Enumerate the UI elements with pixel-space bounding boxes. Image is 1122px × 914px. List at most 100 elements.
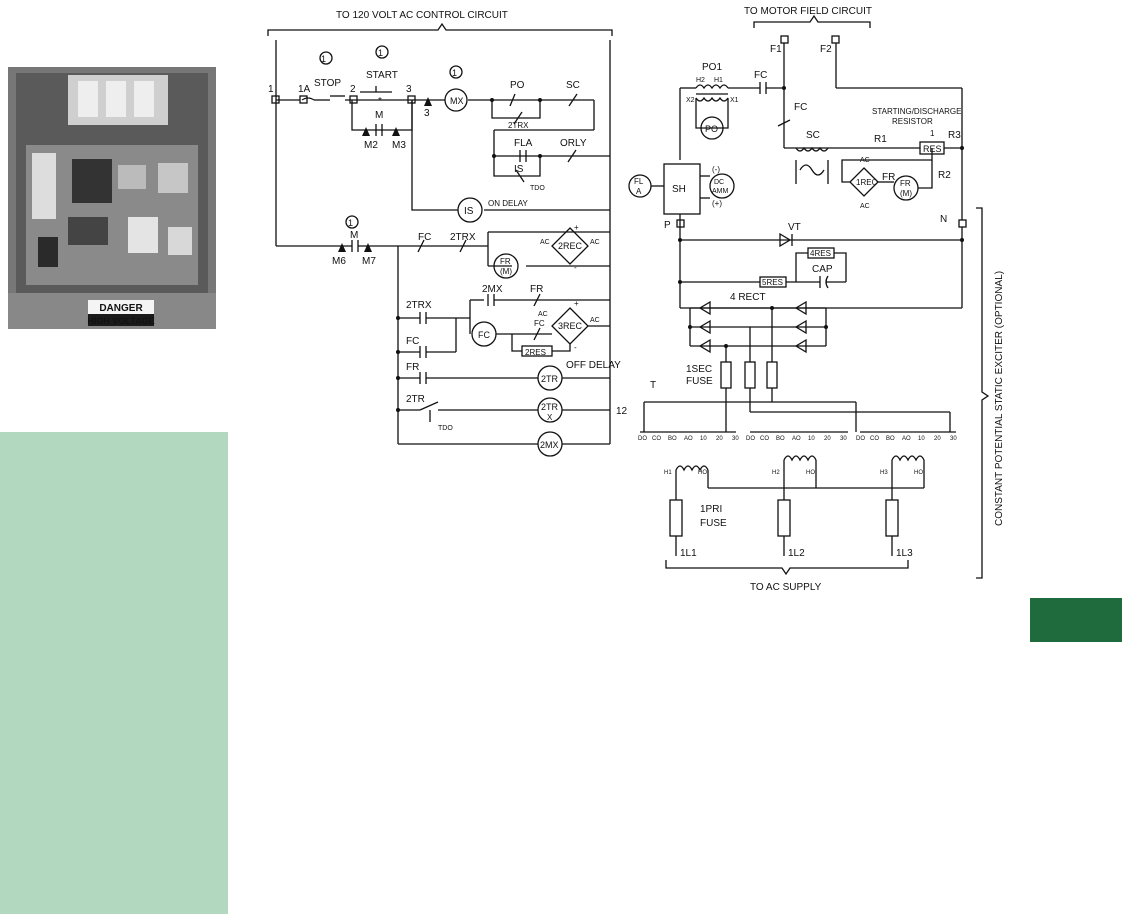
2rec-plus: + xyxy=(574,223,579,232)
l1-label: 1L1 xyxy=(680,548,697,559)
2mx-contact-label: 2MX xyxy=(482,284,503,295)
t-label: T xyxy=(650,380,656,391)
fr-coil-top: FR xyxy=(500,257,511,266)
fc-coil-label: FC xyxy=(478,330,490,340)
tap-b-co: CO xyxy=(760,436,769,442)
tap-a-10: 10 xyxy=(700,436,707,442)
tdo2-label: TDO xyxy=(438,425,453,432)
sc-label: SC xyxy=(566,80,580,91)
n-label: N xyxy=(940,214,947,225)
h1-label: H1 xyxy=(714,77,723,84)
tap-c-ao: AO xyxy=(902,436,911,442)
fla-label: FLA xyxy=(514,138,533,149)
3rec-ac-right: AC xyxy=(590,317,600,324)
note-stop: 1 xyxy=(321,54,326,64)
5res-label: 5RES xyxy=(762,278,783,287)
is-coil-label: IS xyxy=(464,206,474,217)
res1-label: RES xyxy=(923,144,942,154)
node-2: 2 xyxy=(350,84,356,95)
h0-tap-3: HO xyxy=(914,470,923,476)
node-12: 12 xyxy=(616,406,628,417)
start-star: * xyxy=(378,96,382,107)
tap-c-do: DO xyxy=(856,436,865,442)
fr-coil-bot-ex: (M) xyxy=(900,189,912,198)
fr-coil-bot: (M) xyxy=(500,267,512,276)
sc-label: SC xyxy=(806,130,820,141)
static-exciter-label: CONSTANT POTENTIAL STATIC EXCITER (OPTIO… xyxy=(994,271,1005,526)
h0-tap-1: HO xyxy=(698,470,707,476)
fr3-label: FR xyxy=(406,362,419,373)
stop-label: STOP xyxy=(314,78,341,89)
tap-c-20: 20 xyxy=(934,436,941,442)
r1-label: R1 xyxy=(874,134,887,145)
po-coil-label: PO xyxy=(705,124,718,134)
1rec-ac-bot: AC xyxy=(860,203,870,210)
2rec-ac-left: AC xyxy=(540,239,550,246)
tap-b-do: DO xyxy=(746,436,755,442)
l3-label: 1L3 xyxy=(896,548,913,559)
fc3-label: FC xyxy=(406,336,419,347)
fc1-label: FC xyxy=(418,232,431,243)
m3-label: M3 xyxy=(392,140,406,151)
note-start: 1 xyxy=(378,48,383,58)
tap-b-30: 30 xyxy=(840,436,847,442)
tap-b-20: 20 xyxy=(824,436,831,442)
exciter-header: TO MOTOR FIELD CIRCUIT xyxy=(744,6,872,17)
start-label: START xyxy=(366,70,398,81)
tap-a-bo: BO xyxy=(668,436,677,442)
2rec-label: 2REC xyxy=(558,241,583,251)
tap-a-30: 30 xyxy=(732,436,739,442)
resistor-label: RESISTOR xyxy=(892,117,933,126)
r3-label: R3 xyxy=(948,130,961,141)
sh-label: SH xyxy=(672,184,686,195)
2res-label: 2RES xyxy=(525,348,546,357)
m7-label: M7 xyxy=(362,256,376,267)
l2-label: 1L2 xyxy=(788,548,805,559)
2trx1-label: 2TRX xyxy=(450,232,476,243)
off-delay-label: OFF DELAY xyxy=(566,360,621,371)
node-3: 3 xyxy=(406,84,412,95)
on-delay-label: ON DELAY xyxy=(488,199,529,208)
m6-label: M6 xyxy=(332,256,346,267)
2trx2-label: 2TRX xyxy=(406,300,432,311)
po1-label: PO1 xyxy=(702,62,722,73)
cap-label: CAP xyxy=(812,264,833,275)
node-1: 1 xyxy=(268,84,274,95)
x1-label: X1 xyxy=(730,97,739,104)
ammeter-bot: AMM xyxy=(712,188,729,195)
cabinet-photo-drawing: DANGER HIGH VOLTAGE xyxy=(8,67,216,329)
danger-label: DANGER xyxy=(99,303,143,314)
2trx-small-label: 2TRX xyxy=(508,121,529,130)
control-header: TO 120 VOLT AC CONTROL CIRCUIT xyxy=(336,10,508,21)
3rec-label: 3REC xyxy=(558,321,583,331)
ammeter-pos: (+) xyxy=(712,199,722,208)
high-voltage-label: HIGH VOLTAGE xyxy=(87,316,154,326)
h1-tap: H1 xyxy=(664,470,672,476)
f2-label: F2 xyxy=(820,44,832,55)
x2-label: X2 xyxy=(686,97,695,104)
supply-label: TO AC SUPPLY xyxy=(750,582,822,593)
h2-label: H2 xyxy=(696,77,705,84)
start-m: M xyxy=(375,110,383,121)
m-contact-label: M xyxy=(350,230,358,241)
1rec-label: 1REC xyxy=(856,178,878,187)
fla-top: FL xyxy=(634,177,644,186)
tap-b-ao: AO xyxy=(792,436,801,442)
pri-fuse-1: 1PRI xyxy=(700,504,722,515)
fc-a-label: FC xyxy=(754,70,767,81)
2rec-minus: - xyxy=(574,263,577,272)
p-label: P xyxy=(664,220,671,231)
3rec-minus: - xyxy=(574,343,577,352)
2tr-coil-label: 2TR xyxy=(541,374,559,384)
node-1a: 1A xyxy=(298,84,311,95)
vt-label: VT xyxy=(788,222,801,233)
mx-coil-label: MX xyxy=(450,96,464,106)
3rec-plus: + xyxy=(574,299,579,308)
fla-bot: A xyxy=(636,187,642,196)
4res-label: 4RES xyxy=(810,249,831,258)
h0-tap-2: HO xyxy=(806,470,815,476)
tap-b-bo: BO xyxy=(776,436,785,442)
f1-label: F1 xyxy=(770,44,782,55)
tap-c-bo: BO xyxy=(886,436,895,442)
